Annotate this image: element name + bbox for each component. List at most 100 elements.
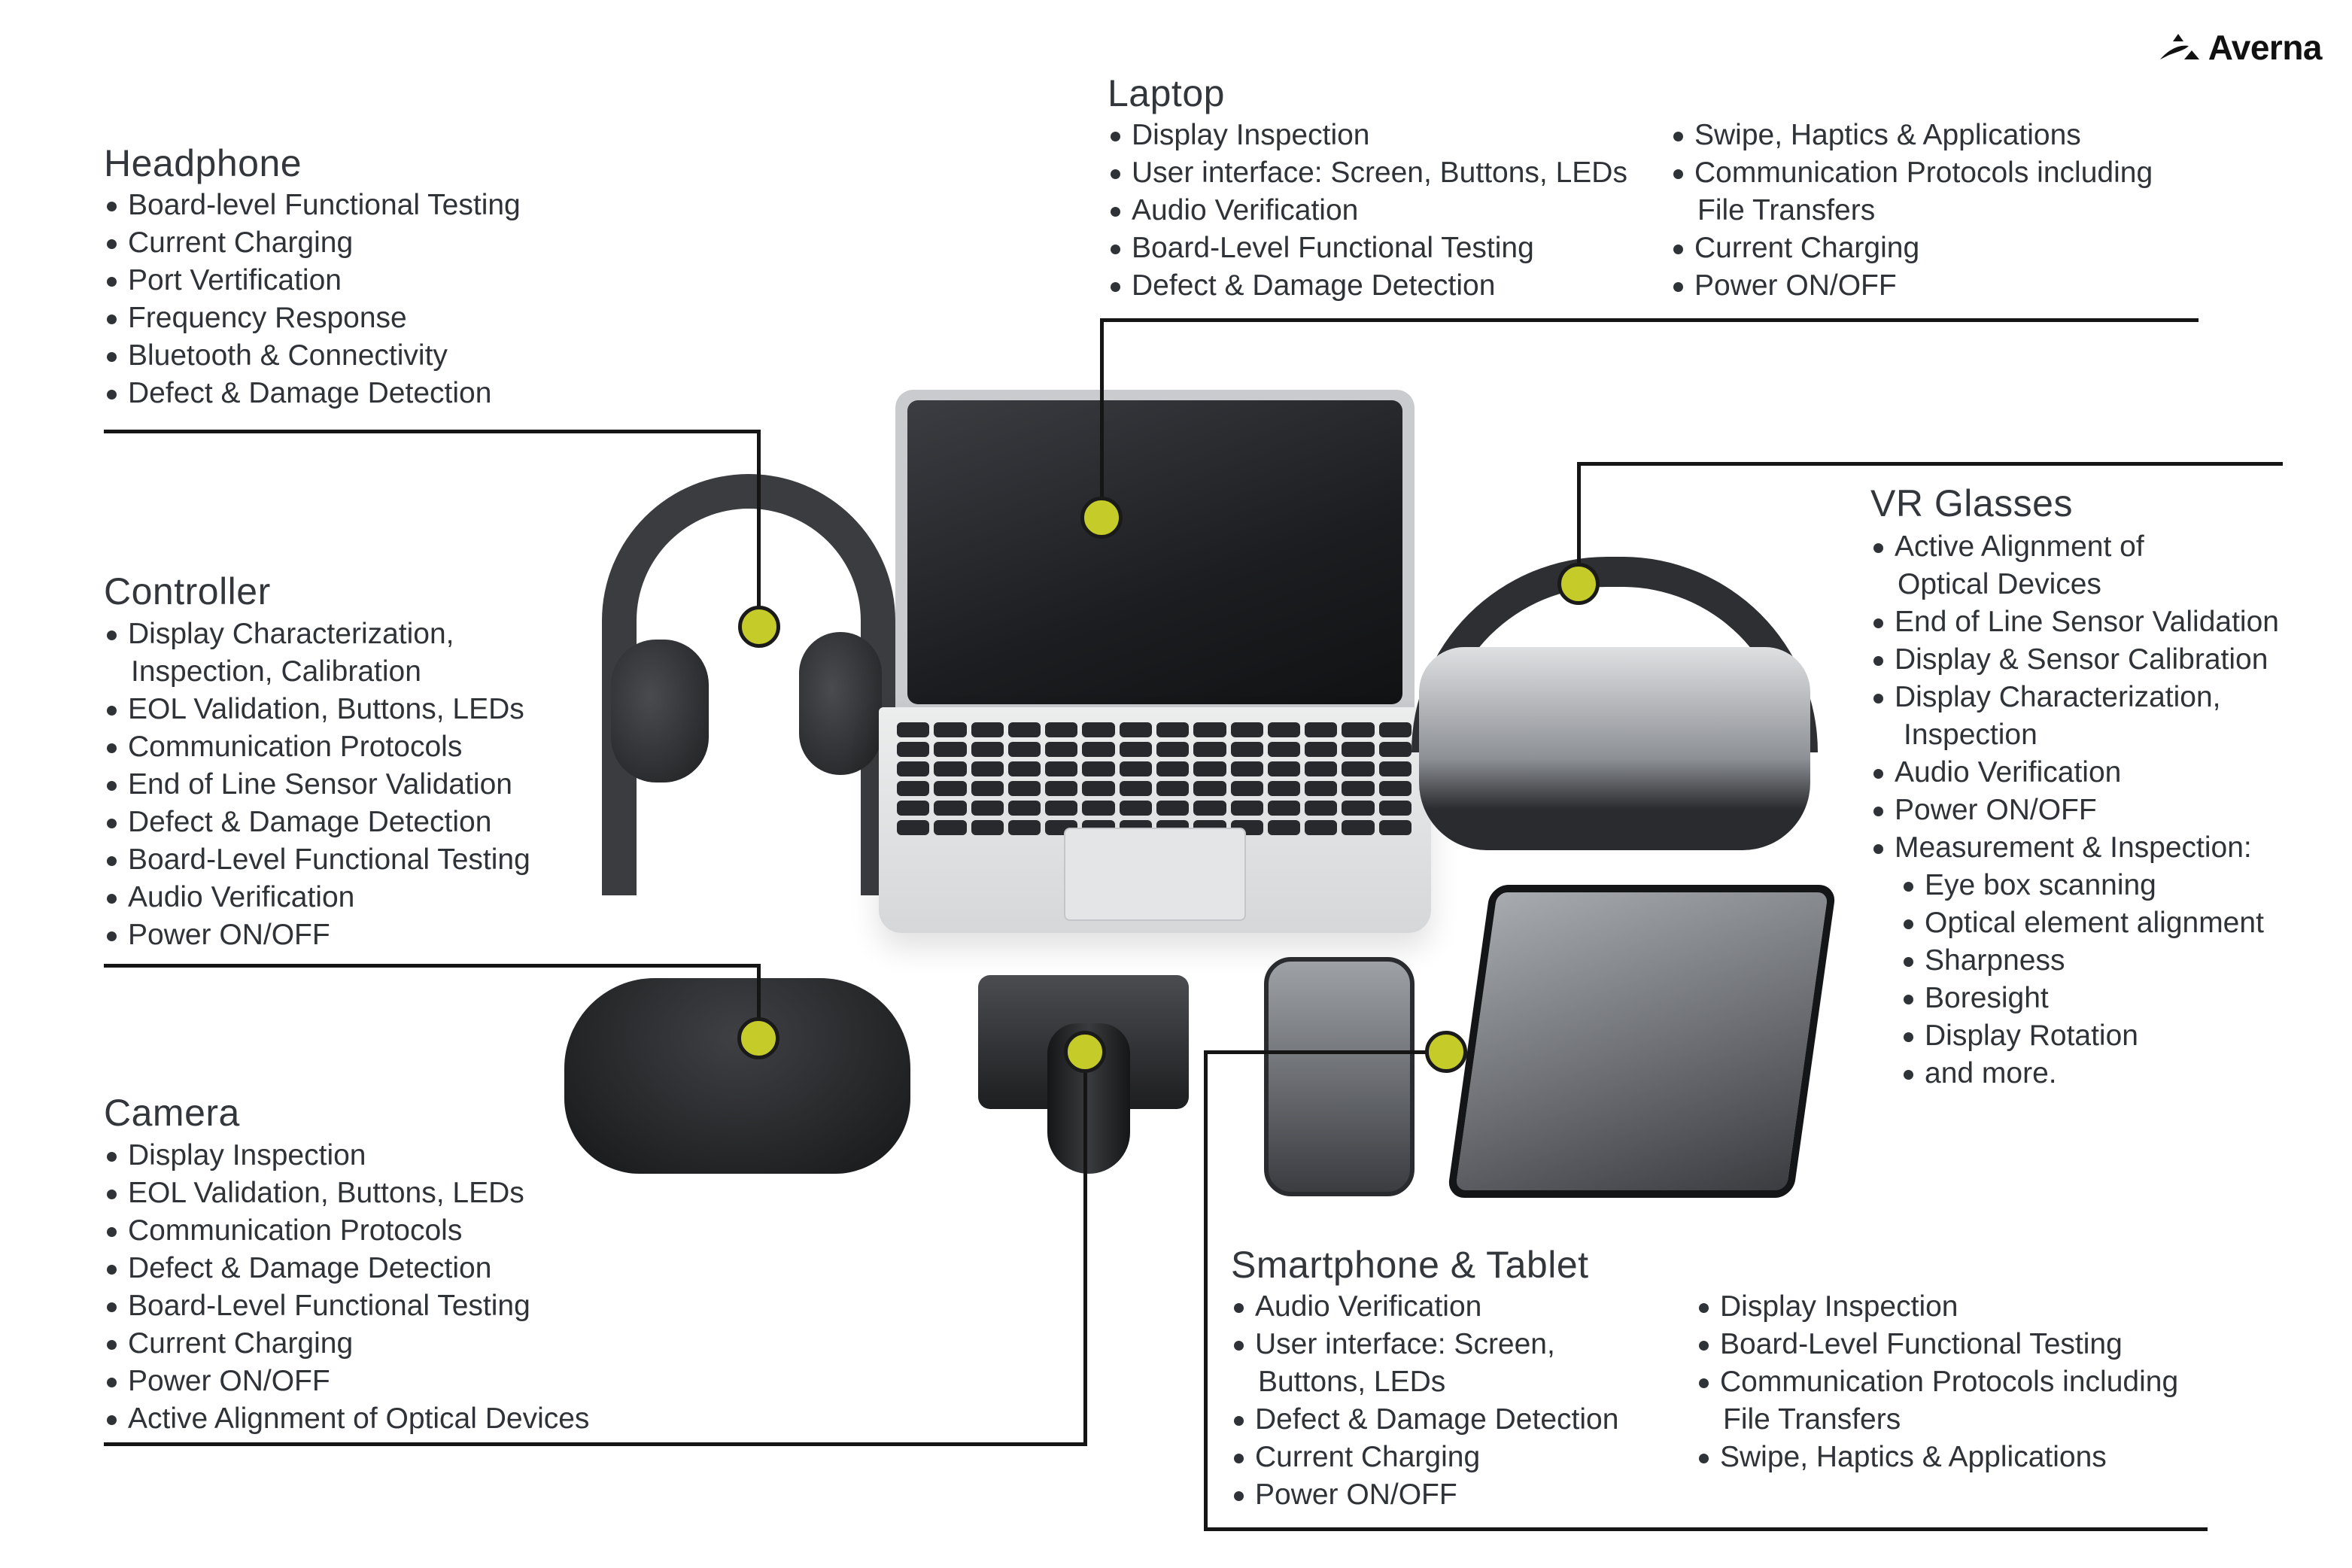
list-item: Display Inspection (1696, 1288, 2178, 1326)
list-item: Board-Level Functional Testing (104, 841, 530, 879)
smartphone-tablet-feature-list-col2: Display Inspection Board-Level Functiona… (1696, 1288, 2178, 1476)
controller-title: Controller (104, 570, 271, 612)
list-item: Display Characterization, (1870, 679, 2279, 716)
list-item: End of Line Sensor Validation (1870, 603, 2279, 641)
tablet-image (1446, 885, 1837, 1198)
smartphone-tablet-feature-list-col1: Audio Verification User interface: Scree… (1231, 1288, 1618, 1514)
list-item: Communication Protocols including (1670, 154, 2153, 192)
list-item: Communication Protocols (104, 728, 530, 766)
list-item: Board-Level Functional Testing (1108, 229, 1627, 267)
list-item: Audio Verification (1108, 192, 1627, 229)
list-item: Current Charging (1670, 229, 2153, 267)
list-item: Board-level Functional Testing (104, 187, 521, 224)
list-item: Port Vertification (104, 262, 521, 299)
list-item: User interface: Screen, Buttons, LEDs (1108, 154, 1627, 192)
laptop-connector-line (1100, 318, 2199, 322)
list-item: Power ON/OFF (1231, 1476, 1618, 1514)
list-item-continuation: Inspection, Calibration (131, 655, 421, 688)
laptop-keyboard (897, 722, 1412, 835)
vr-glasses-title: VR Glasses (1870, 482, 2073, 524)
list-item: Display Characterization, (104, 615, 530, 653)
averna-logo-icon (2159, 34, 2199, 59)
list-item: Display Inspection (1108, 117, 1627, 154)
laptop-feature-list-col2: Swipe, Haptics & Applications Communicat… (1670, 117, 2153, 305)
controller-image (564, 978, 910, 1174)
list-item-continuation: File Transfers (1697, 194, 1876, 226)
sub-list-item: Boresight (1870, 980, 2279, 1017)
list-item: Display & Sensor Calibration (1870, 641, 2279, 679)
smartphone-image (1264, 957, 1415, 1196)
list-item: Current Charging (1231, 1439, 1618, 1476)
laptop-trackpad (1064, 828, 1246, 921)
smartphone-connector-vline (1204, 1050, 1208, 1530)
controller-connector-line (104, 964, 761, 968)
list-item: Swipe, Haptics & Applications (1696, 1439, 2178, 1476)
sub-list-item: Eye box scanning (1870, 867, 2279, 904)
list-item: Audio Verification (1231, 1288, 1618, 1326)
smartphone-tablet-hotspot[interactable] (1425, 1031, 1467, 1073)
list-item: Defect & Damage Detection (1231, 1401, 1618, 1439)
list-item: Frequency Response (104, 299, 521, 337)
headphone-feature-list: Board-level Functional Testing Current C… (104, 187, 521, 412)
list-item: Communication Protocols (104, 1212, 589, 1250)
list-item: EOL Validation, Buttons, LEDs (104, 691, 530, 728)
sub-list-item: and more. (1870, 1055, 2279, 1092)
controller-hotspot[interactable] (737, 1017, 779, 1059)
laptop-feature-list-col1: Display Inspection User interface: Scree… (1108, 117, 1627, 305)
smartphone-connector-hline-top (1204, 1050, 1446, 1054)
camera-connector-vline (1083, 1052, 1087, 1446)
headphone-connector-line (104, 430, 761, 433)
list-item-continuation: Inspection (1904, 719, 2037, 751)
headphone-title: Headphone (104, 142, 302, 184)
sub-list-item: Display Rotation (1870, 1017, 2279, 1055)
list-item: Current Charging (104, 1325, 589, 1363)
vr-glasses-image (1419, 647, 1810, 850)
list-item: Defect & Damage Detection (104, 375, 521, 412)
list-item: Power ON/OFF (104, 916, 530, 954)
headphone-left-cup (611, 640, 709, 782)
vr-glasses-hotspot[interactable] (1557, 563, 1600, 605)
laptop-connector-vline (1100, 318, 1104, 518)
laptop-hotspot[interactable] (1080, 497, 1123, 539)
vr-glasses-feature-list: Active Alignment of Optical Devices End … (1870, 528, 2279, 1092)
list-item-continuation: Optical Devices (1898, 568, 2101, 600)
list-item: Measurement & Inspection: (1870, 829, 2279, 867)
list-item: Communication Protocols including (1696, 1363, 2178, 1401)
list-item: Defect & Damage Detection (1108, 267, 1627, 305)
headphone-connector-vline (757, 430, 761, 627)
smartphone-connector-line (1204, 1527, 2208, 1531)
vr-connector-line (1577, 462, 2283, 466)
list-item: Display Inspection (104, 1137, 589, 1174)
list-item: Power ON/OFF (1670, 267, 2153, 305)
brand-name: Averna (2208, 28, 2323, 67)
headphone-hotspot[interactable] (738, 606, 780, 648)
list-item: Audio Verification (104, 879, 530, 916)
list-item: Active Alignment of Optical Devices (104, 1400, 589, 1438)
list-item: End of Line Sensor Validation (104, 766, 530, 804)
list-item: Current Charging (104, 224, 521, 262)
list-item: EOL Validation, Buttons, LEDs (104, 1174, 589, 1212)
laptop-screen (907, 400, 1402, 704)
camera-feature-list: Display Inspection EOL Validation, Butto… (104, 1137, 589, 1438)
laptop-title: Laptop (1108, 72, 1225, 114)
camera-hotspot[interactable] (1064, 1031, 1106, 1073)
averna-logo: Averna (2159, 27, 2323, 68)
list-item: Bluetooth & Connectivity (104, 337, 521, 375)
list-item: User interface: Screen, (1231, 1326, 1618, 1363)
camera-connector-line (104, 1442, 1087, 1446)
list-item: Board-Level Functional Testing (104, 1287, 589, 1325)
list-item: Active Alignment of (1870, 528, 2279, 566)
list-item: Defect & Damage Detection (104, 1250, 589, 1287)
list-item: Swipe, Haptics & Applications (1670, 117, 2153, 154)
camera-title: Camera (104, 1092, 240, 1134)
list-item: Defect & Damage Detection (104, 804, 530, 841)
controller-feature-list: Display Characterization, Inspection, Ca… (104, 615, 530, 954)
sub-list-item: Optical element alignment (1870, 904, 2279, 942)
list-item: Board-Level Functional Testing (1696, 1326, 2178, 1363)
list-item-continuation: Buttons, LEDs (1258, 1366, 1446, 1398)
list-item: Power ON/OFF (104, 1363, 589, 1400)
smartphone-tablet-title: Smartphone & Tablet (1231, 1244, 1589, 1286)
list-item: Audio Verification (1870, 754, 2279, 792)
vr-connector-vline (1577, 462, 1581, 582)
controller-connector-vline (757, 964, 761, 1039)
